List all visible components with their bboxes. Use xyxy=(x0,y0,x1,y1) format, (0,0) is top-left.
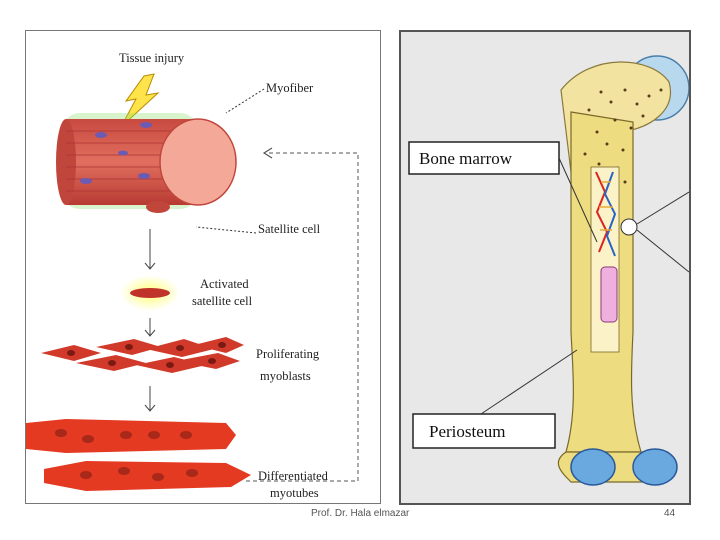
proliferating-myoblasts xyxy=(41,337,244,373)
inset-leader-1 xyxy=(636,191,689,225)
footer-page-number: 44 xyxy=(664,508,676,519)
marrow-sample-tube xyxy=(600,266,618,323)
blood-vessels xyxy=(595,171,617,257)
lightning-icon xyxy=(120,73,160,128)
bone-marrow-leader xyxy=(558,157,598,243)
label-bone-marrow: Bone marrow xyxy=(419,149,513,168)
satellite-leader-line xyxy=(195,226,257,234)
myofiber-leader-line xyxy=(225,88,265,114)
myofiber-cylinder xyxy=(56,113,237,213)
feedback-arrow xyxy=(246,147,359,482)
muscle-regeneration-diagram: Tissue injury Myofiber Satellite cell xyxy=(25,30,381,504)
muscle-regeneration-svg: Tissue injury Myofiber Satellite cell xyxy=(26,51,359,500)
inset-leader-2 xyxy=(636,229,689,273)
footer-author: Prof. Dr. Hala elmazar xyxy=(311,508,410,519)
label-differentiated-2: myotubes xyxy=(270,486,319,500)
periosteum-leader xyxy=(480,349,578,415)
arrow-down-2 xyxy=(144,318,156,337)
inset-marker-icon xyxy=(620,218,638,236)
bone-diagram: Bone marrow Periosteum xyxy=(399,30,691,505)
label-proliferating-2: myoblasts xyxy=(260,369,311,383)
label-activated-2: satellite cell xyxy=(192,294,253,308)
condyle-left xyxy=(570,448,616,486)
label-differentiated-1: Differentiated xyxy=(258,469,329,483)
condyle-right xyxy=(632,448,678,486)
label-myofiber: Myofiber xyxy=(266,81,314,95)
arrow-down-3 xyxy=(144,386,156,412)
label-proliferating-1: Proliferating xyxy=(256,347,320,361)
label-tissue-injury: Tissue injury xyxy=(119,51,185,65)
activated-satellite-cell xyxy=(130,288,170,298)
label-activated-1: Activated xyxy=(200,277,249,291)
bone-diagram-svg: Bone marrow Periosteum xyxy=(408,55,689,486)
label-satellite-cell: Satellite cell xyxy=(258,222,321,236)
periosteum-label-box xyxy=(412,413,556,449)
label-periosteum: Periosteum xyxy=(429,422,506,441)
arrow-down-1 xyxy=(144,229,156,270)
differentiated-myotubes xyxy=(26,419,251,491)
bone-marrow-label-box xyxy=(408,141,560,175)
